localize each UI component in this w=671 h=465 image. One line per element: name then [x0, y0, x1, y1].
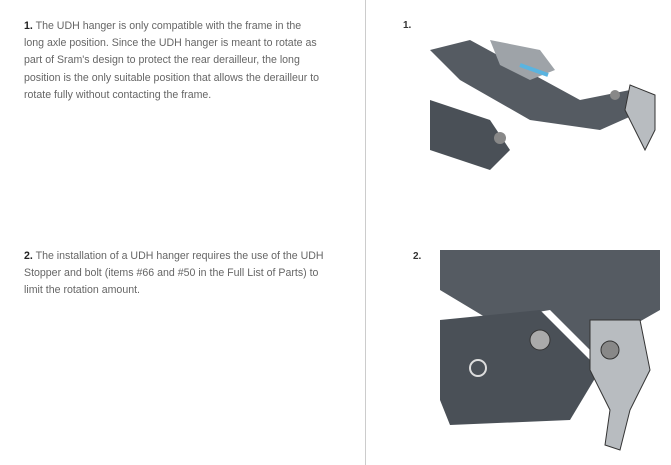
figure-2-label: 2. [413, 251, 422, 262]
step-2-text: 2. The installation of a UDH hanger requ… [24, 248, 324, 300]
figure-1-label: 1. [403, 20, 412, 31]
figure-2-frame-illustration [440, 250, 660, 451]
step-1-body: The UDH hanger is only compatible with t… [24, 20, 320, 101]
step-1-number: 1. [24, 20, 33, 32]
step-2-body: The installation of a UDH hanger require… [24, 250, 324, 297]
column-divider [365, 0, 366, 465]
step-2-number: 2. [24, 250, 33, 262]
step-1-text: 1. The UDH hanger is only compatible wit… [24, 18, 324, 104]
figure-1-frame-illustration [430, 40, 656, 170]
